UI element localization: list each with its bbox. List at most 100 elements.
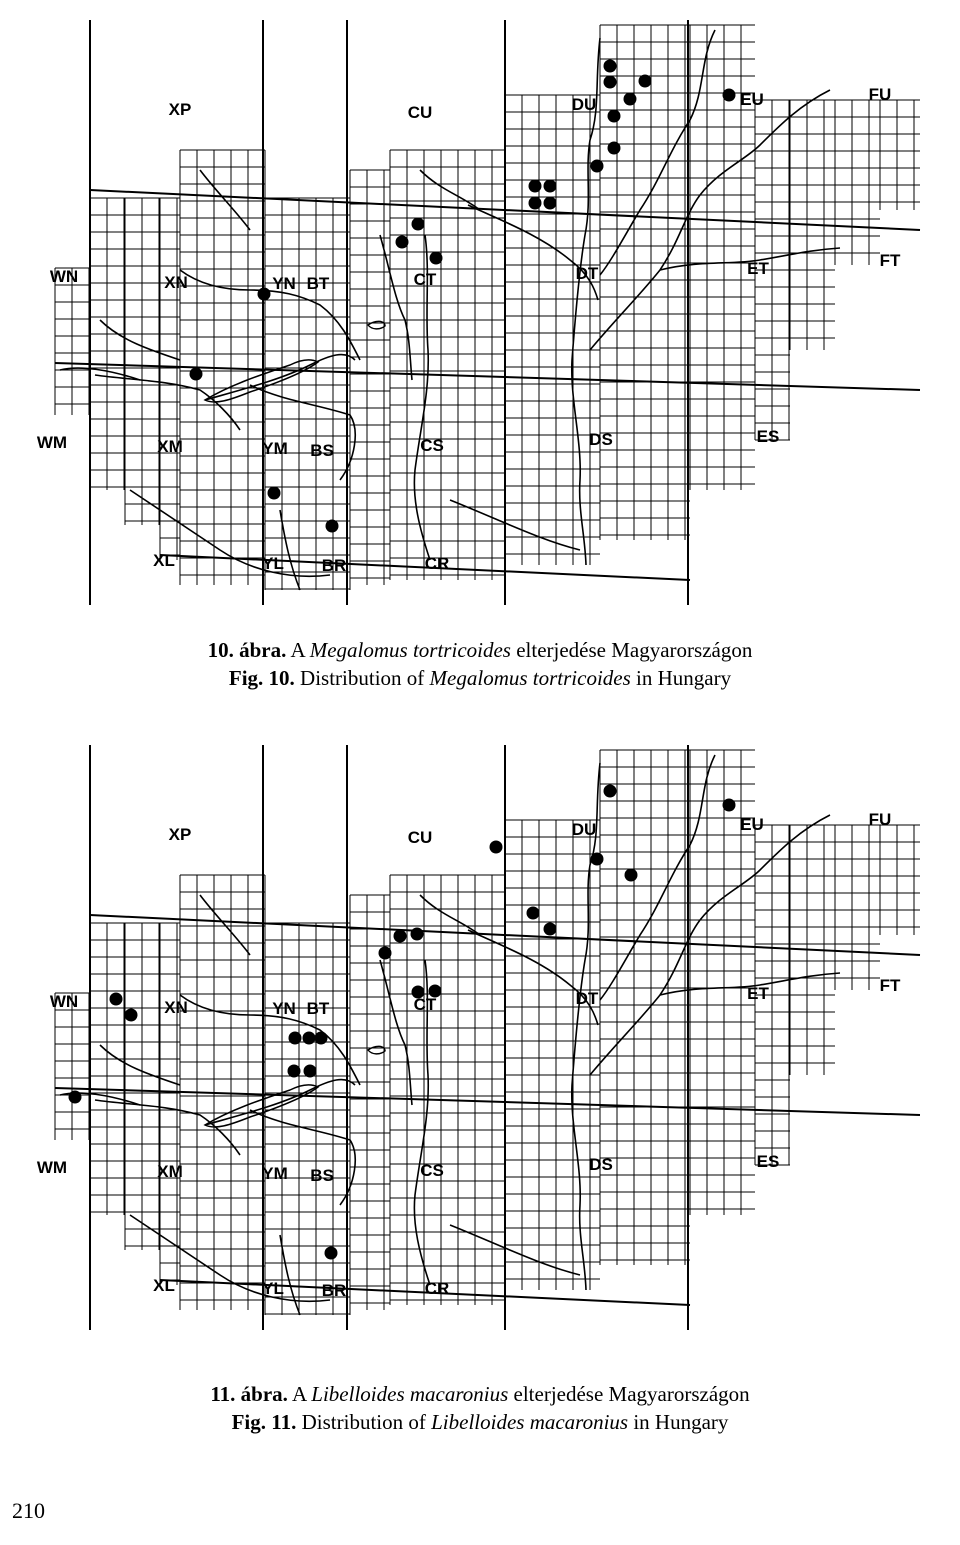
square-label-ym: YM [262, 1164, 288, 1183]
record-dot [302, 1031, 316, 1045]
record-dot [393, 929, 407, 943]
square-label-bt: BT [307, 999, 330, 1018]
square-label-cr: CR [425, 554, 450, 573]
record-dot [543, 196, 557, 210]
record-dot [109, 992, 123, 1006]
record-dot [287, 1064, 301, 1078]
record-dot [526, 906, 540, 920]
caption-hungarian: 10. ábra. A Megalomus tortricoides elter… [207, 638, 753, 662]
square-label-cu: CU [408, 828, 433, 847]
record-dot [324, 1246, 338, 1260]
square-label-br: BR [322, 556, 347, 575]
square-label-es: ES [757, 1152, 780, 1171]
square-label-cs: CS [420, 436, 444, 455]
square-label-xn: XN [164, 273, 188, 292]
page-number: 210 [12, 1498, 45, 1523]
square-label-ft: FT [880, 976, 901, 995]
square-label-xn: XN [164, 998, 188, 1017]
lake-balaton [203, 1084, 320, 1128]
square-label-ym: YM [262, 439, 288, 458]
record-dot [411, 217, 425, 231]
square-label-xp: XP [169, 825, 192, 844]
caption-english: Fig. 10. Distribution of Megalomus tortr… [228, 666, 732, 690]
figure-11-caption: 11. ábra. A Libelloides macaronius elter… [0, 1380, 960, 1436]
square-label-fu: FU [869, 810, 892, 829]
record-dot [543, 179, 557, 193]
record-dot [314, 1031, 328, 1045]
utm-grid [54, 749, 920, 1315]
square-label-xm: XM [157, 1162, 183, 1181]
figure-10-caption: 10. ábra. A Megalomus tortricoides elter… [0, 636, 960, 692]
record-dot [624, 868, 638, 882]
record-dot [395, 235, 409, 249]
square-label-ct: CT [414, 995, 437, 1014]
lake-velence [366, 1045, 386, 1055]
record-dots [189, 59, 736, 533]
record-dot [411, 985, 425, 999]
record-dot [607, 141, 621, 155]
square-label-wm: WM [37, 433, 67, 452]
100km-grid-lines [54, 745, 921, 1330]
square-label-xl: XL [153, 551, 175, 570]
square-label-ct: CT [414, 270, 437, 289]
record-dot [124, 1008, 138, 1022]
record-dot [722, 88, 736, 102]
caption-hungarian: 11. ábra. A Libelloides macaronius elter… [210, 1382, 750, 1406]
square-label-bs: BS [310, 441, 334, 460]
square-label-cr: CR [425, 1279, 450, 1298]
record-dot [607, 109, 621, 123]
record-dot [528, 196, 542, 210]
record-dot [68, 1090, 82, 1104]
square-label-xm: XM [157, 437, 183, 456]
record-dot [267, 486, 281, 500]
100km-grid-lines [54, 20, 921, 605]
caption-english: Fig. 11. Distribution of Libelloides mac… [231, 1410, 729, 1434]
square-label-et: ET [747, 259, 769, 278]
square-label-ft: FT [880, 251, 901, 270]
record-dot [543, 922, 557, 936]
record-dot [590, 159, 604, 173]
record-dot [623, 92, 637, 106]
record-dot [590, 852, 604, 866]
rivers [59, 29, 841, 591]
square-label-du: DU [572, 95, 597, 114]
square-label-eu: EU [740, 815, 764, 834]
square-label-yl: YL [262, 1279, 284, 1298]
square-label-ds: DS [589, 430, 613, 449]
record-dot [603, 75, 617, 89]
record-dot [303, 1064, 317, 1078]
square-label-bt: BT [307, 274, 330, 293]
square-label-cu: CU [408, 103, 433, 122]
record-dots [68, 784, 736, 1260]
lake-balaton [203, 359, 320, 403]
square-label-dt: DT [576, 989, 599, 1008]
square-label-et: ET [747, 984, 769, 1003]
record-dot [189, 367, 203, 381]
record-dot [528, 179, 542, 193]
record-dot [489, 840, 503, 854]
record-dot [638, 74, 652, 88]
record-dot [603, 59, 617, 73]
square-label-yl: YL [262, 554, 284, 573]
square-label-dt: DT [576, 264, 599, 283]
square-label-wn: WN [50, 267, 78, 286]
record-dot [429, 251, 443, 265]
square-label-wm: WM [37, 1158, 67, 1177]
record-dot [288, 1031, 302, 1045]
square-label-bs: BS [310, 1166, 334, 1185]
square-label-fu: FU [869, 85, 892, 104]
square-label-ds: DS [589, 1155, 613, 1174]
record-dot [603, 784, 617, 798]
square-label-xp: XP [169, 100, 192, 119]
square-label-es: ES [757, 427, 780, 446]
square-label-xl: XL [153, 1276, 175, 1295]
record-dot [428, 984, 442, 998]
record-dot [410, 927, 424, 941]
record-dot [722, 798, 736, 812]
lake-velence [366, 320, 386, 330]
square-label-eu: EU [740, 90, 764, 109]
